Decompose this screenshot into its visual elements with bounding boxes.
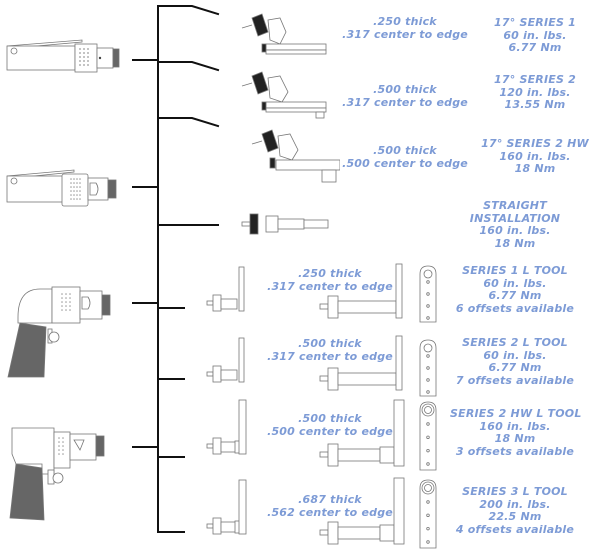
angle-head-1-drawing: [241, 13, 327, 55]
dims-17-series-2-hw: .500 thick.500 center to edge: [342, 144, 468, 170]
l-tool-side-view-1: [319, 263, 403, 319]
dims-17-series-2: .500 thick.317 center to edge: [342, 83, 468, 109]
branch-3: [157, 117, 220, 128]
offset-plate-4: [419, 479, 437, 549]
l-tool-small-2: [206, 337, 245, 383]
dims-series-2-hw-l-tool: .500 thick.500 center to edge: [267, 412, 393, 438]
angle-head-hw-drawing: [251, 129, 340, 183]
l-tool-side-view-4: [319, 477, 405, 545]
inline-tool-2-drawing: [6, 169, 117, 207]
inline-tool-1-drawing: [6, 39, 120, 73]
branch-2: [157, 61, 220, 72]
dims-series-1-l-tool: .250 thick.317 center to edge: [267, 267, 393, 293]
offset-plate-3: [419, 401, 437, 471]
dims-17-series-1: .250 thick.317 center to edge: [342, 15, 468, 41]
angle-head-2-drawing: [241, 71, 327, 119]
pistol-tool-1-drawing: [7, 286, 111, 378]
l-tool-small-3: [206, 399, 247, 455]
pistol-tool-2-drawing: [9, 427, 105, 521]
l-tool-small-4: [206, 479, 247, 535]
branch-1: [157, 5, 220, 16]
straight-installation-drawing: [241, 213, 329, 235]
l-tool-side-view-2: [319, 335, 403, 391]
l-tool-side-view-3: [319, 399, 405, 467]
offset-plate-1: [419, 265, 437, 323]
dims-series-2-l-tool: .500 thick.317 center to edge: [267, 337, 393, 363]
l-tool-small-1: [206, 266, 245, 312]
dims-series-3-l-tool: .687 thick.562 center to edge: [267, 493, 393, 519]
offset-plate-2: [419, 339, 437, 397]
